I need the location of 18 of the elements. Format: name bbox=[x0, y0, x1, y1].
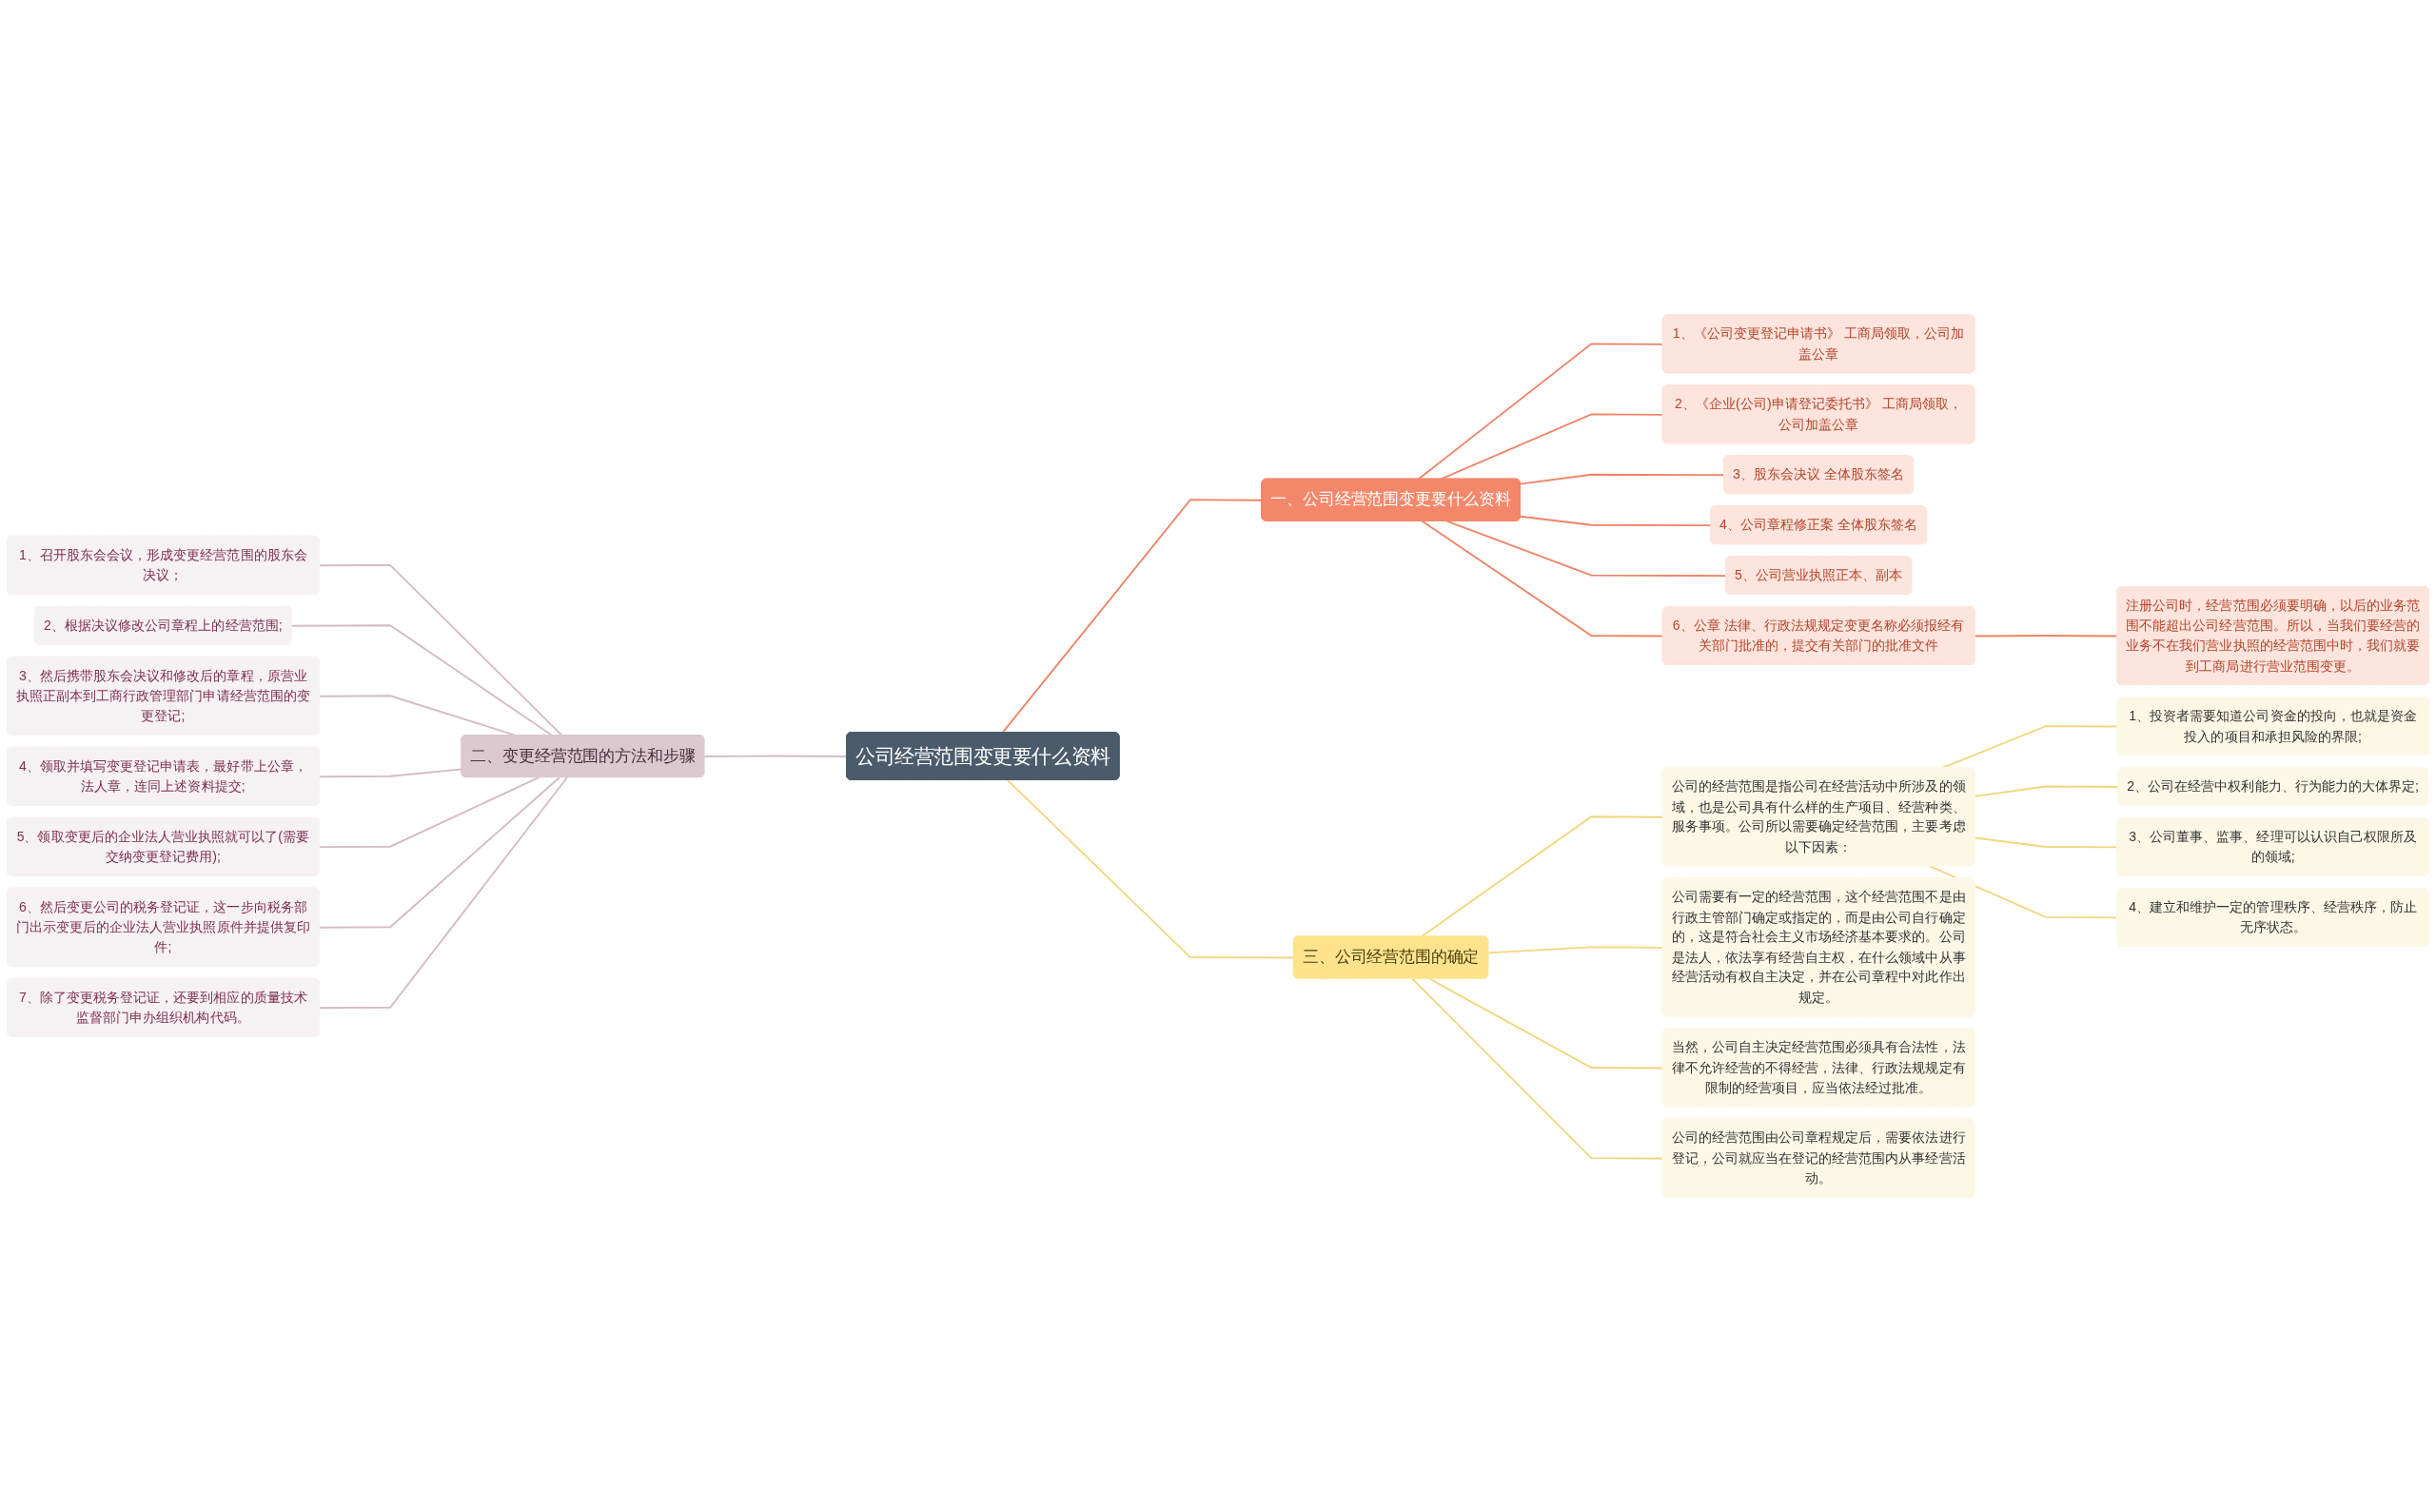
connector bbox=[318, 776, 568, 1010]
connector bbox=[1420, 815, 1664, 938]
connector bbox=[318, 776, 560, 929]
connector bbox=[290, 624, 554, 736]
connector bbox=[318, 563, 563, 736]
connector bbox=[1487, 946, 1664, 954]
connector bbox=[318, 768, 463, 778]
connector bbox=[1519, 473, 1725, 485]
connector bbox=[1417, 343, 1664, 481]
connector bbox=[1519, 515, 1712, 527]
connector bbox=[1421, 520, 1664, 638]
connector bbox=[703, 755, 848, 757]
connector bbox=[1439, 413, 1664, 481]
connector bbox=[1411, 977, 1664, 1160]
connector bbox=[1006, 778, 1295, 959]
connector bbox=[318, 776, 540, 849]
connector bbox=[1428, 977, 1664, 1070]
connector bbox=[1445, 520, 1727, 577]
